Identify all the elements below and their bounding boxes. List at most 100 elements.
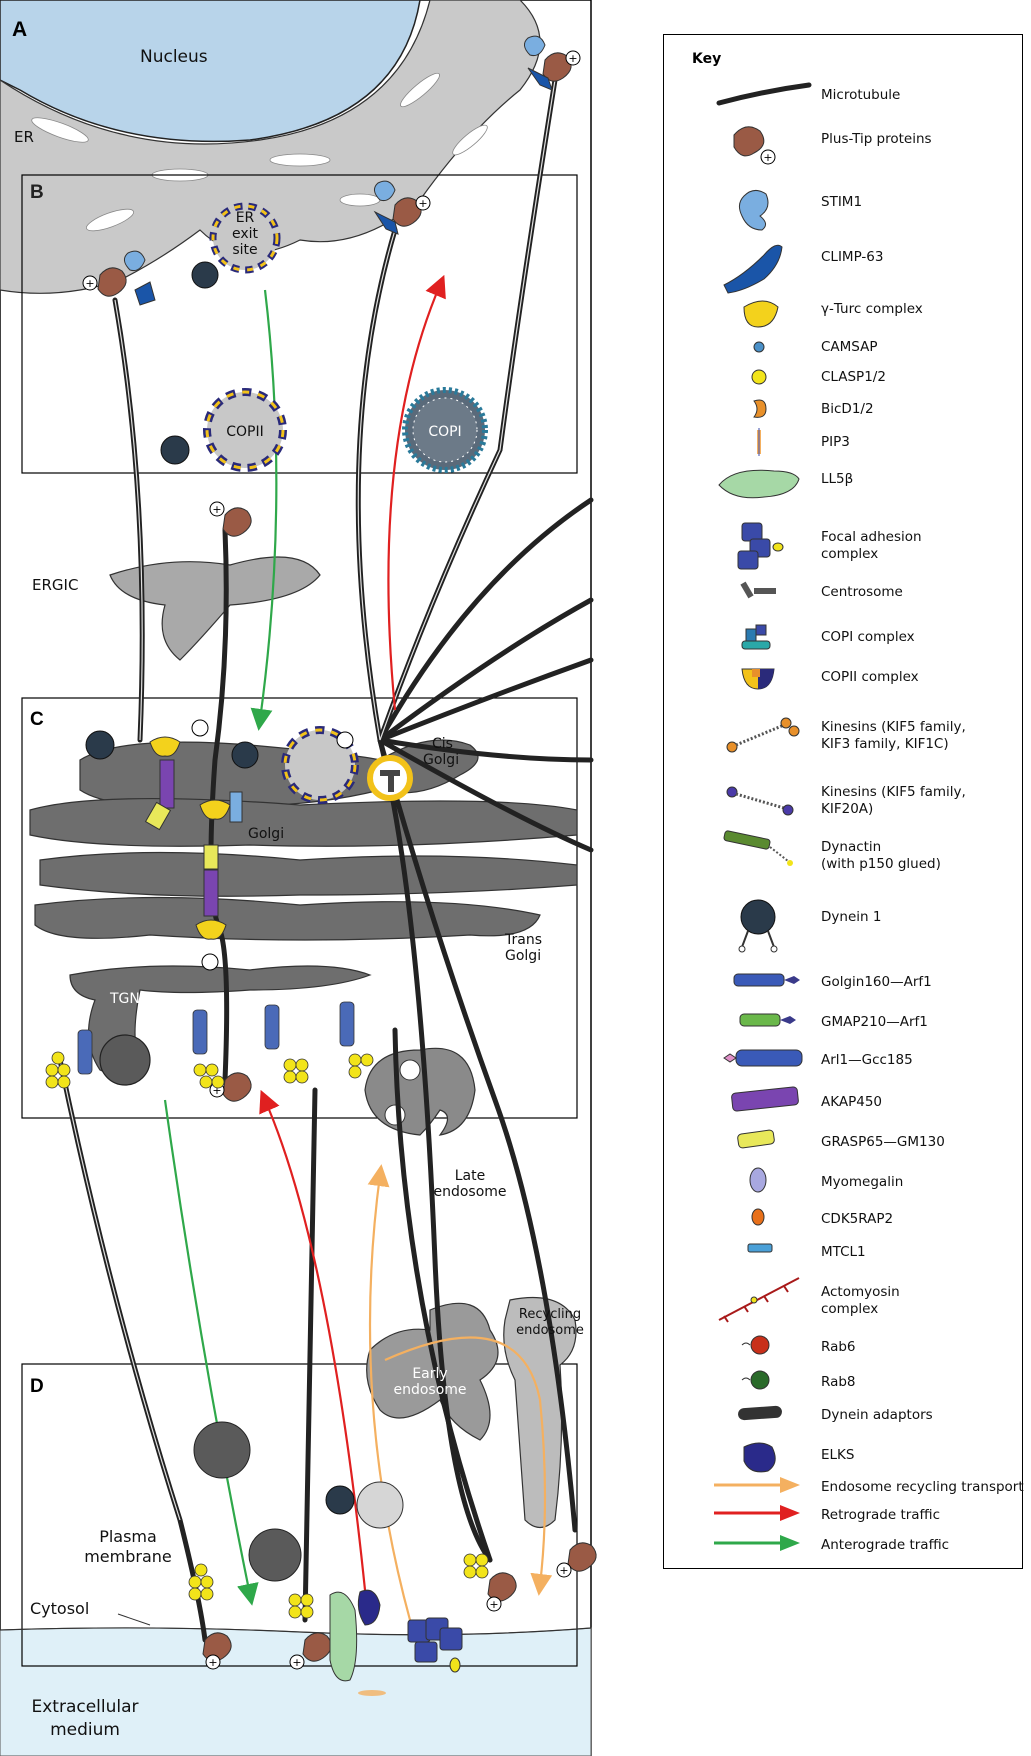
key-item: Centrosome bbox=[664, 580, 1024, 610]
green-arrow-icon bbox=[714, 1523, 814, 1587]
key-item-label: COPI complex bbox=[821, 629, 915, 646]
key-item-label: γ-Turc complex bbox=[821, 301, 923, 318]
key-item-label: Rab6 bbox=[821, 1339, 856, 1356]
ll5b-cortical bbox=[330, 1592, 357, 1681]
label-plasma-membrane-1: Plasma bbox=[99, 1527, 157, 1546]
key-item-label: Actomyosin complex bbox=[821, 1284, 900, 1318]
label-copi: COPI bbox=[428, 424, 461, 440]
label-nucleus: Nucleus bbox=[140, 47, 208, 67]
key-item-label: CLIMP-63 bbox=[821, 249, 883, 266]
key-item: STIM1 bbox=[664, 190, 1024, 220]
label-recycling-endosome-2: endosome bbox=[516, 1323, 584, 1338]
key-item: COPI complex bbox=[664, 625, 1024, 655]
key-item-label: LL5β bbox=[821, 471, 853, 488]
key-item: COPII complex bbox=[664, 665, 1024, 695]
minus-end-marker-centrosome bbox=[337, 732, 353, 748]
dynactin-icon bbox=[714, 825, 814, 889]
focal-adhesion-clasp bbox=[450, 1658, 460, 1672]
key-item: LL5β bbox=[664, 467, 1024, 497]
key-item-label: BicD1/2 bbox=[821, 401, 874, 418]
key-item: Dynein adaptors bbox=[664, 1403, 1024, 1433]
key-item: Microtubule bbox=[664, 83, 1024, 113]
dynein-icon bbox=[714, 895, 814, 959]
key-item-label: Centrosome bbox=[821, 584, 903, 601]
pip3-cortical bbox=[358, 1690, 386, 1696]
key-item-label: CAMSAP bbox=[821, 339, 878, 356]
label-er-exit-3: site bbox=[232, 242, 257, 258]
label-late-endosome-2: endosome bbox=[433, 1184, 506, 1200]
key-item-label: Dynein 1 bbox=[821, 909, 881, 926]
svg-text:+: + bbox=[85, 277, 94, 290]
key-item-label: AKAP450 bbox=[821, 1094, 882, 1111]
svg-text:+: + bbox=[763, 151, 772, 164]
key-item-label: Dynactin (with p150 glued) bbox=[821, 839, 941, 873]
key-item: Golgin160—Arf1 bbox=[664, 970, 1024, 1000]
label-golgi: Golgi bbox=[248, 826, 284, 842]
key-item-label: Endosome recycling transport bbox=[821, 1479, 1024, 1496]
label-cis-golgi-2: Golgi bbox=[423, 752, 459, 768]
key-item-label: Kinesins (KIF5 family, KIF20A) bbox=[821, 784, 966, 818]
svg-text:+: + bbox=[418, 197, 427, 210]
key-item: Arl1—Gcc185 bbox=[664, 1048, 1024, 1078]
key-item-label: GRASP65—GM130 bbox=[821, 1134, 945, 1151]
tgn-vesicle bbox=[100, 1035, 150, 1085]
key-item-label: MTCL1 bbox=[821, 1244, 866, 1261]
key-item: Kinesins (KIF5 family, KIF3 family, KIF1… bbox=[664, 715, 1024, 745]
label-early-endosome-1: Early bbox=[412, 1366, 447, 1382]
key-item: GMAP210—Arf1 bbox=[664, 1010, 1024, 1040]
key-item-label: Arl1—Gcc185 bbox=[821, 1052, 913, 1069]
key-item: Focal adhesion complex bbox=[664, 525, 1024, 555]
key-item-label: Dynein adaptors bbox=[821, 1407, 933, 1424]
secretory-vesicle-2 bbox=[249, 1529, 301, 1581]
label-late-endosome-1: Late bbox=[455, 1168, 485, 1184]
label-early-endosome-2: endosome bbox=[393, 1382, 466, 1398]
key-item-label: Anterograde traffic bbox=[821, 1537, 949, 1554]
key-item-label: Plus-Tip proteins bbox=[821, 131, 932, 148]
key-item: AKAP450 bbox=[664, 1090, 1024, 1120]
minus-end-marker-trans bbox=[202, 954, 218, 970]
key-item-label: COPII complex bbox=[821, 669, 919, 686]
label-trans-golgi-1: Trans bbox=[504, 932, 542, 948]
label-er: ER bbox=[14, 128, 34, 146]
label-recycling-endosome-1: Recycling bbox=[519, 1307, 581, 1322]
label-trans-golgi-2: Golgi bbox=[505, 948, 541, 964]
key-item: Actomyosin complex bbox=[664, 1280, 1024, 1310]
panel-letter-b: B bbox=[30, 182, 44, 203]
key-item-label: Rab8 bbox=[821, 1374, 856, 1391]
label-tgn: TGN bbox=[109, 991, 140, 1007]
plus-tip-icon: + bbox=[714, 117, 814, 181]
key-item-label: CDK5RAP2 bbox=[821, 1211, 893, 1228]
panel-letter-c: C bbox=[30, 709, 44, 730]
centrosome bbox=[370, 758, 410, 798]
key-item-label: PIP3 bbox=[821, 434, 850, 451]
svg-text:+: + bbox=[212, 503, 221, 516]
key-item-label: Focal adhesion complex bbox=[821, 529, 922, 563]
key-item: CLIMP-63 bbox=[664, 245, 1024, 275]
secretory-vesicle-1 bbox=[194, 1422, 250, 1478]
key-item: GRASP65—GM130 bbox=[664, 1130, 1024, 1160]
key-item-label: Microtubule bbox=[821, 87, 900, 104]
label-er-exit-1: ER bbox=[236, 210, 255, 226]
minus-end-marker-golgi bbox=[192, 720, 208, 736]
key-item-label: Golgin160—Arf1 bbox=[821, 974, 932, 991]
endocytic-vesicle bbox=[357, 1482, 403, 1528]
key-item: +Plus-Tip proteins bbox=[664, 127, 1024, 157]
label-cytosol: Cytosol bbox=[30, 1599, 89, 1618]
key-item-label: Myomegalin bbox=[821, 1174, 903, 1191]
label-er-exit-2: exit bbox=[232, 226, 259, 242]
svg-text:+: + bbox=[292, 1656, 301, 1669]
key-item-label: CLASP1/2 bbox=[821, 369, 886, 386]
key-item: MTCL1 bbox=[664, 1240, 1024, 1270]
key-item: Dynein 1 bbox=[664, 905, 1024, 935]
key-item: PIP3 bbox=[664, 430, 1024, 460]
label-extracellular-2: medium bbox=[50, 1720, 120, 1740]
svg-text:+: + bbox=[568, 52, 577, 65]
label-plasma-membrane-2: membrane bbox=[84, 1547, 172, 1566]
svg-text:+: + bbox=[489, 1598, 498, 1611]
ll5b-icon bbox=[714, 457, 814, 521]
key-item: γ-Turc complex bbox=[664, 297, 1024, 327]
kinesin-orange-icon bbox=[714, 705, 814, 769]
key-item-label: Kinesins (KIF5 family, KIF3 family, KIF1… bbox=[821, 719, 966, 753]
key-item-label: ELKS bbox=[821, 1447, 854, 1464]
